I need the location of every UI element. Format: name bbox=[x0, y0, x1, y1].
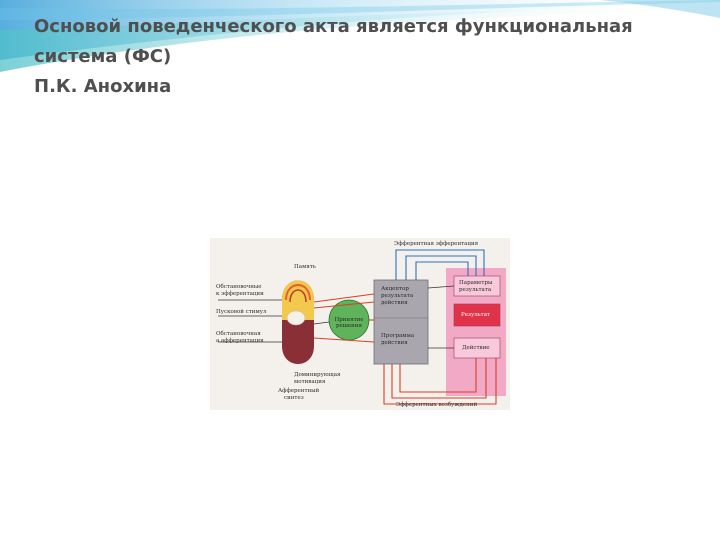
result-params-box bbox=[453, 275, 501, 297]
label-trigger-stimulus: Пусковой стимул bbox=[216, 309, 267, 315]
label-acceptor-3: действия bbox=[381, 300, 408, 306]
decorative-header-strokes bbox=[0, 0, 720, 72]
label-acceptor-1: Акцептор bbox=[381, 286, 409, 292]
label-dominant-2: мотивация bbox=[294, 379, 326, 385]
label-memory: Память bbox=[294, 264, 316, 270]
label-program-1: Программа bbox=[381, 333, 415, 339]
label-acceptor-2: результата bbox=[381, 293, 414, 299]
label-dominant-1: Доминирующая bbox=[294, 372, 341, 378]
label-afferent-1: Обстановочная bbox=[216, 331, 261, 337]
slide-title: Основой поведенческого акта является фун… bbox=[34, 12, 674, 102]
title-line-3: П.К. Анохина bbox=[34, 76, 172, 97]
title-line-2: система (ФС) bbox=[34, 46, 172, 67]
label-afferent-2: а афферентация bbox=[216, 338, 264, 344]
label-params-2: результата bbox=[459, 287, 492, 293]
label-program-2: действия bbox=[381, 340, 408, 346]
label-afferent-synth-2: синтез bbox=[284, 395, 304, 401]
label-action: Действие bbox=[462, 345, 490, 351]
label-situational-1: Обстановочные bbox=[216, 284, 262, 290]
diagram-graphics bbox=[218, 249, 506, 405]
label-decision: Принятие решения bbox=[334, 317, 364, 329]
label-params-1: Параметры bbox=[459, 280, 493, 286]
label-afferent-synth-1: Афферентный bbox=[278, 388, 320, 394]
label-situational-2: к эфферентации bbox=[216, 291, 264, 297]
label-bottom: Эфферентных возбуждений bbox=[396, 402, 478, 408]
result-box bbox=[453, 303, 501, 327]
label-efferent-top: Эфферентная эфферентация bbox=[394, 241, 479, 247]
functional-system-diagram: Эфферентная эфферентация Память Обстанов… bbox=[210, 238, 510, 410]
acceptor-block bbox=[373, 279, 429, 365]
title-line-1: Основой поведенческого акта является фун… bbox=[34, 16, 633, 37]
label-result: Результат bbox=[461, 312, 491, 318]
